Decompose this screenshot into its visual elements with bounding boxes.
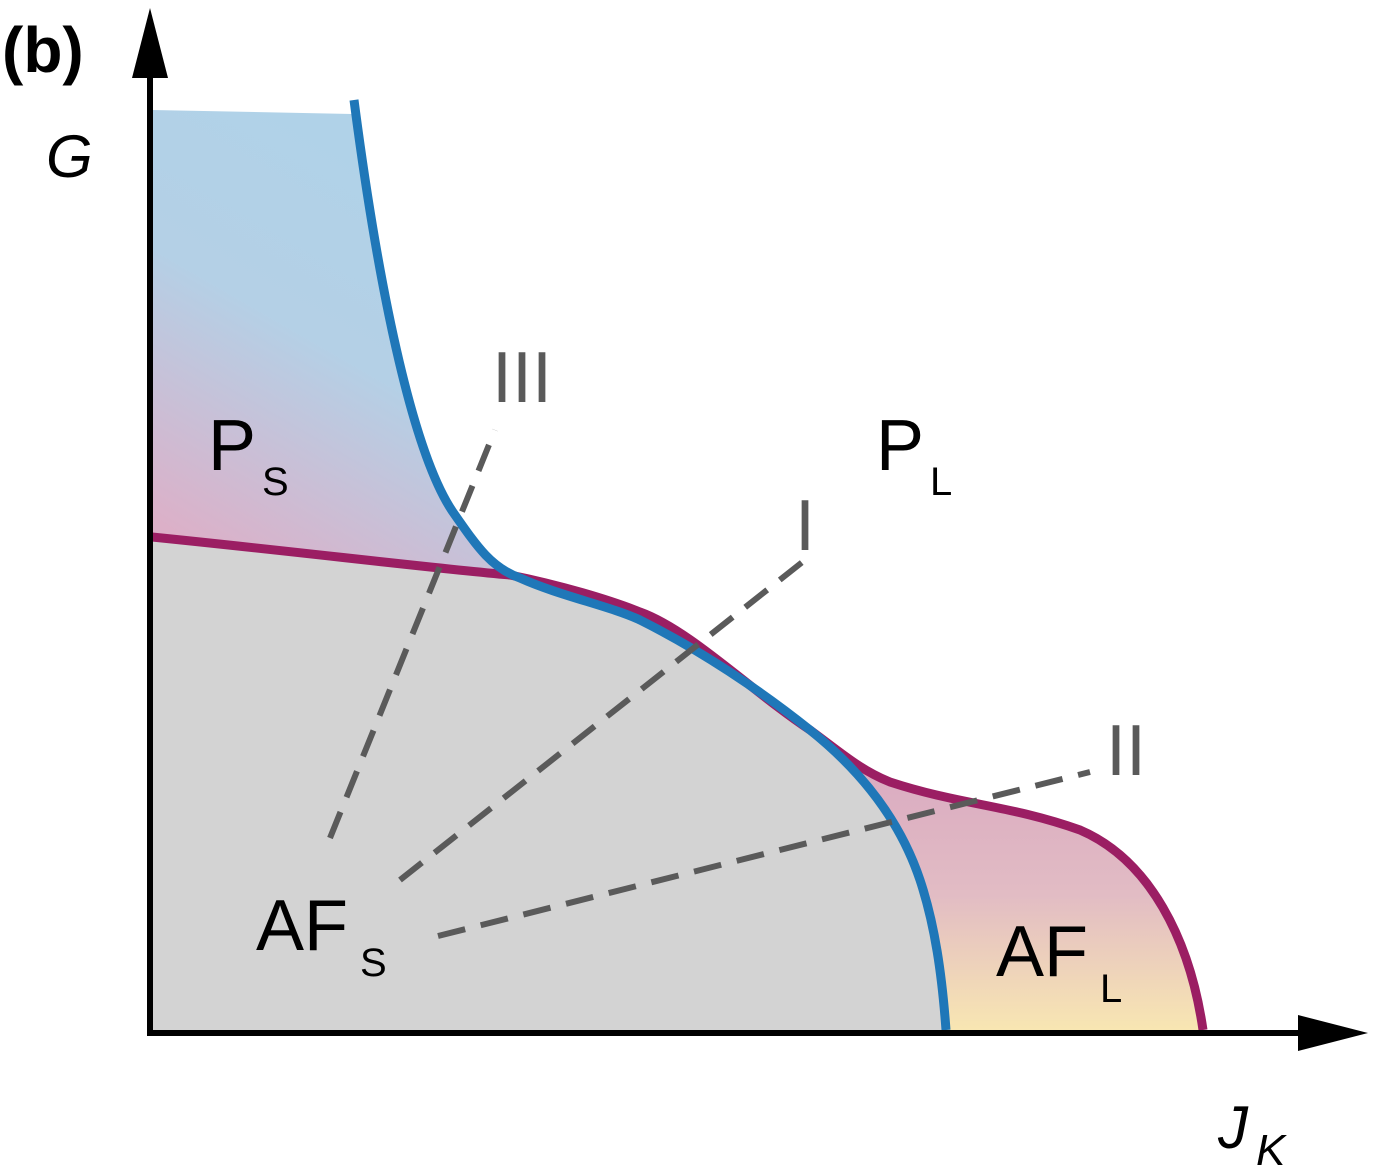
path-III-dashed-line [327,428,498,840]
phase-label-pl: P [876,406,924,486]
panel-label: (b) [2,14,84,86]
blue-boundary-line [349,99,951,1031]
y-axis-arrowhead [132,8,168,78]
phase-label-afl: AF [996,912,1088,992]
ps-region [152,110,510,575]
x-axis-label: J [1217,1094,1249,1161]
phase-label-ps-subscript: S [262,460,289,504]
phase-label-afl-subscript: L [1100,967,1122,1011]
path-label-I: I [795,486,815,566]
phase-label-pl-subscript: L [930,460,952,504]
x-axis-label-subscript: K [1256,1126,1287,1172]
phase-label-afs-subscript: S [360,941,387,985]
afl-region [810,730,1203,1030]
phase-label-ps: P [208,406,256,486]
y-axis-label: G [46,123,93,190]
x-axis-arrowhead [1298,1015,1368,1051]
path-label-III: III [492,338,552,418]
path-II-dashed-line [437,769,1091,939]
path-label-II: II [1106,711,1146,791]
phase-label-afs: AF [256,886,348,966]
afs-region [152,537,946,1030]
